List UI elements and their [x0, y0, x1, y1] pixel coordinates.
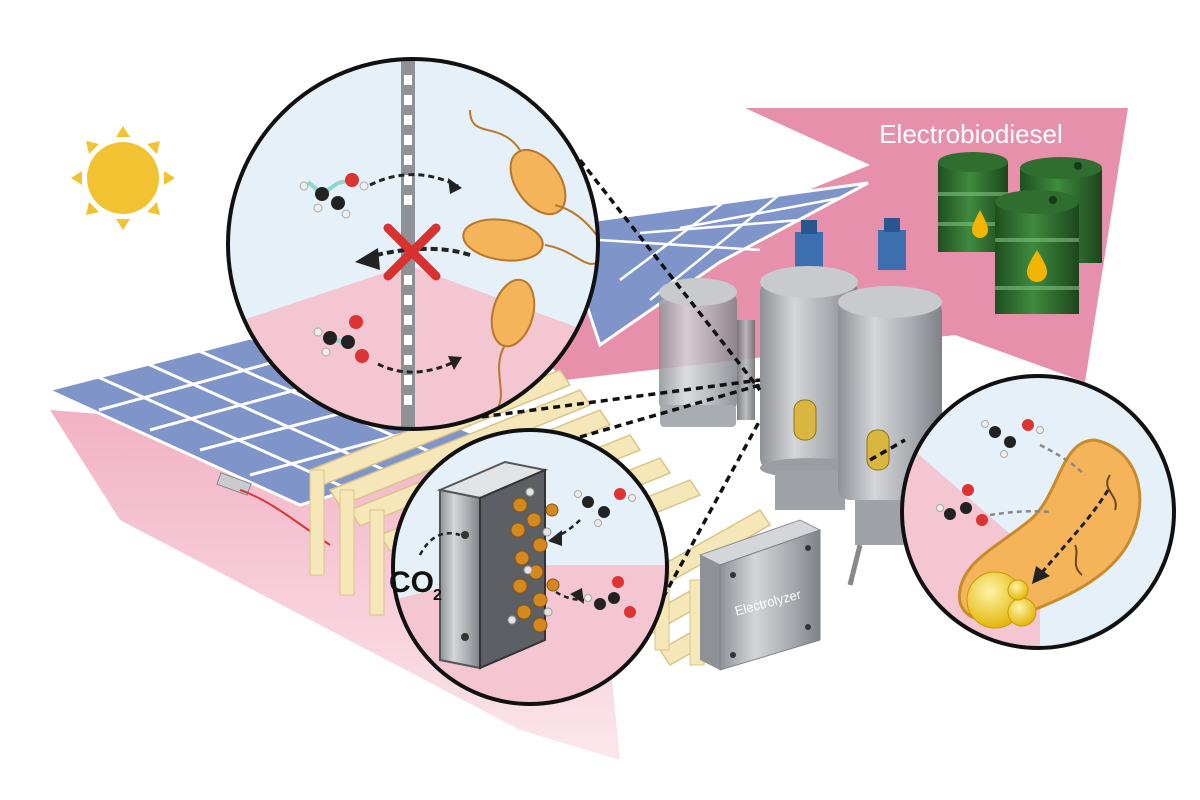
ethanol-molecule-icon: [574, 488, 636, 527]
acetate-molecule-icon: [936, 484, 988, 526]
bioreactor-left: [659, 278, 755, 427]
oil-barrel-icon: [938, 152, 1102, 314]
product-label: Electrobiodiesel: [879, 119, 1063, 149]
blocked-cross-icon: [383, 223, 441, 281]
zoom-circle-membrane: [226, 57, 600, 431]
ethanol-molecule-icon: [981, 419, 1044, 458]
bioreactor-right: [838, 218, 942, 586]
zoom-circle-electrode: [391, 428, 669, 706]
ethanol-molecule-icon: [299, 173, 369, 219]
bioreactor-middle: [760, 220, 858, 510]
acetate-molecule-icon: [584, 576, 636, 618]
co2-subscript: 2: [433, 587, 442, 604]
bacterium-icon: [957, 438, 1142, 629]
zoom-circle-bacterium: [900, 374, 1176, 650]
acetate-molecule-icon: [313, 315, 369, 363]
electrolyzer-icon: [698, 519, 822, 671]
co2-label: CO: [389, 566, 434, 599]
sun-icon: [71, 126, 175, 230]
